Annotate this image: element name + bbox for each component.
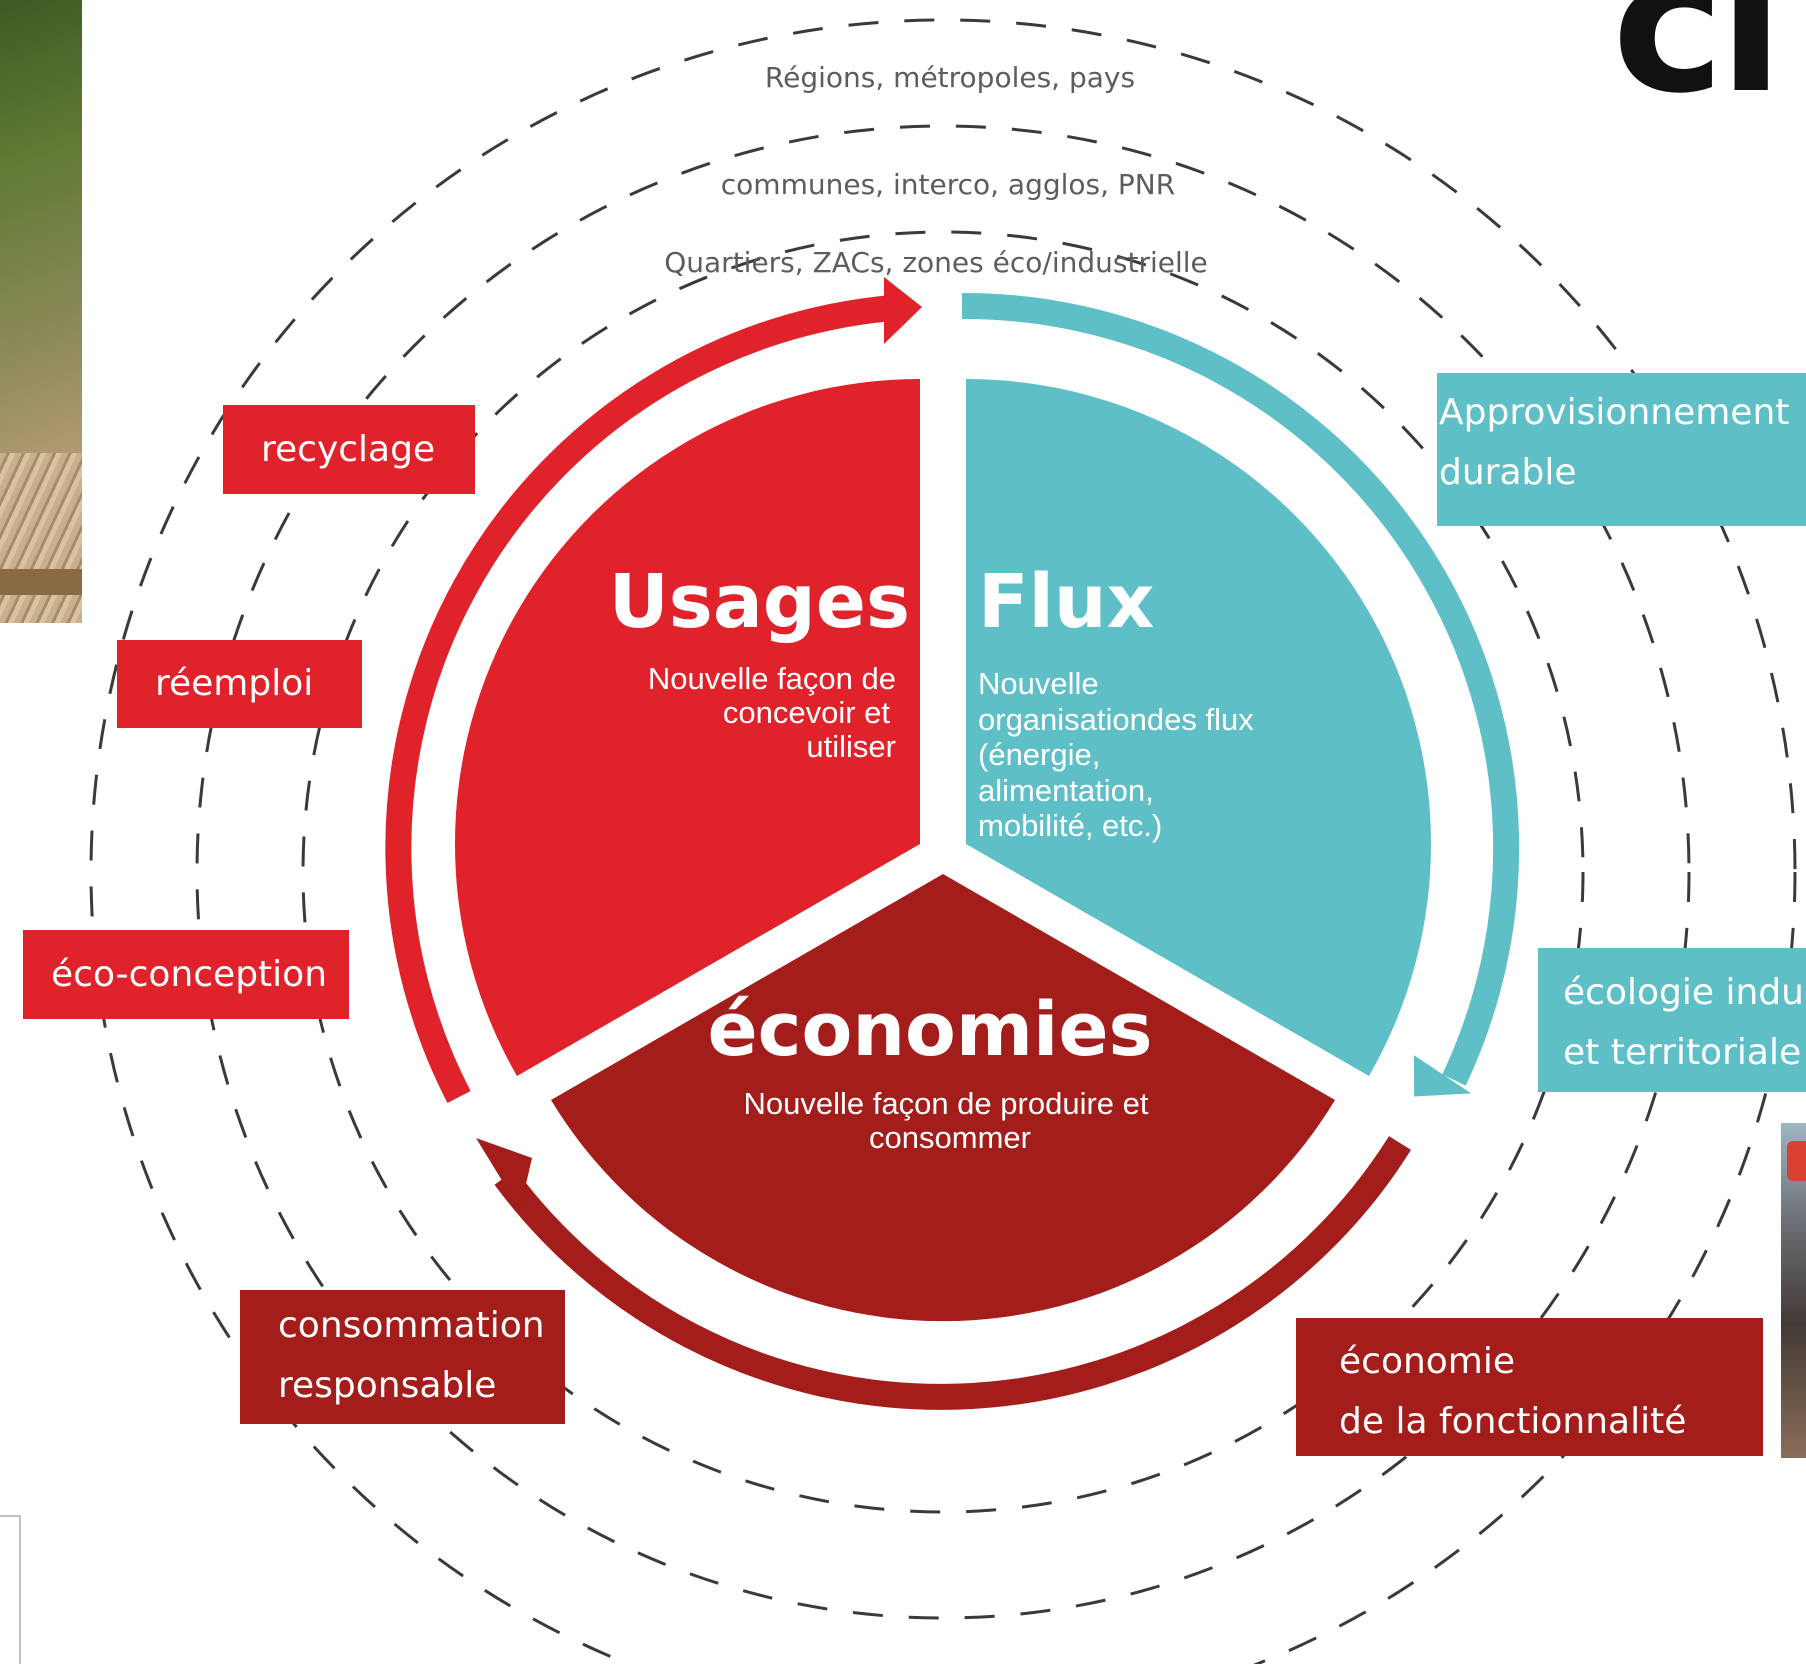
economies-arrowhead (476, 1138, 532, 1210)
tag-label-line: Approvisionnement (1439, 392, 1790, 433)
tag-label-line: responsable (278, 1365, 497, 1406)
ring-label-communes: communes, interco, agglos, PNR (721, 168, 1175, 201)
ring-label-regions: Régions, métropoles, pays (765, 61, 1135, 94)
ring-quartiers (301, 230, 1585, 1514)
economies-description: Nouvelle façon de produire et consommer (744, 1086, 1149, 1155)
heading-fragment: ci (1612, 0, 1784, 135)
tag-label: recyclage (261, 429, 436, 470)
tag-eco-conception: éco-conception (23, 930, 349, 1019)
tag-label: réemploi (155, 663, 314, 704)
usages-desc-line: Nouvelle façon de (648, 661, 896, 696)
flux-arrowhead (1413, 1055, 1472, 1097)
flux-desc-line: mobilité, etc.) (978, 808, 1162, 843)
tag-ecologie-territoriale: écologie indu et territoriale (1538, 948, 1806, 1092)
flux-desc-line: alimentation, (978, 773, 1154, 808)
ring-label-quartiers: Quartiers, ZACs, zones éco/industrielle (664, 246, 1208, 279)
tag-reemploi: réemploi (117, 640, 362, 728)
usages-arrowhead (884, 277, 922, 344)
image-frame-fragment (0, 1515, 21, 1664)
usages-arc (385, 295, 894, 1103)
flux-desc-line: organisationdes flux (978, 702, 1254, 737)
scale-rings (89, 18, 1797, 1664)
usages-desc-line: concevoir et (723, 695, 891, 730)
economies-arc (494, 1136, 1412, 1410)
sector-usages (454, 379, 920, 1076)
tag-consommation-responsable: consommation responsable (240, 1290, 565, 1424)
usages-description: Nouvelle façon de concevoir et utiliser (648, 661, 896, 764)
worker-photo-fragment (1781, 1123, 1806, 1458)
tag-approvisionnement-durable: Approvisionnement durable (1437, 373, 1806, 526)
photo-wooden-border (0, 569, 82, 595)
garden-photo-fragment (0, 0, 82, 623)
sector-title-flux: Flux (978, 559, 1154, 645)
cycle-arrows (385, 292, 1520, 1410)
tag-label: éco-conception (51, 954, 328, 995)
tag-label-line: écologie indu (1563, 972, 1804, 1013)
sector-title-usages: Usages (609, 559, 910, 645)
tag-recyclage: recyclage (223, 405, 475, 494)
usages-desc-line: utiliser (806, 729, 896, 764)
ring-regions (89, 18, 1797, 1664)
tag-label-line: durable (1439, 452, 1577, 493)
tag-label-line: économie (1339, 1341, 1516, 1382)
sector-flux (966, 379, 1432, 1076)
tag-economie-fonctionnalite: économie de la fonctionnalité (1296, 1318, 1763, 1456)
economies-desc-line: consommer (869, 1120, 1031, 1155)
sector-economies (551, 874, 1335, 1322)
economies-desc-line: Nouvelle façon de produire et (744, 1086, 1149, 1121)
ring-communes (195, 124, 1691, 1620)
flux-desc-line: (énergie, (978, 737, 1100, 772)
photo-red-helmet (1787, 1141, 1806, 1181)
sector-title-economies: économies (707, 987, 1152, 1073)
tag-label-line: consommation (278, 1305, 545, 1346)
tag-label-line: de la fonctionnalité (1339, 1401, 1687, 1442)
flux-arc (961, 292, 1520, 1086)
flux-desc-line: Nouvelle (978, 666, 1099, 701)
tag-label-line: et territoriale (1563, 1032, 1802, 1073)
flux-description: Nouvelle organisationdes flux (énergie, … (978, 666, 1254, 843)
